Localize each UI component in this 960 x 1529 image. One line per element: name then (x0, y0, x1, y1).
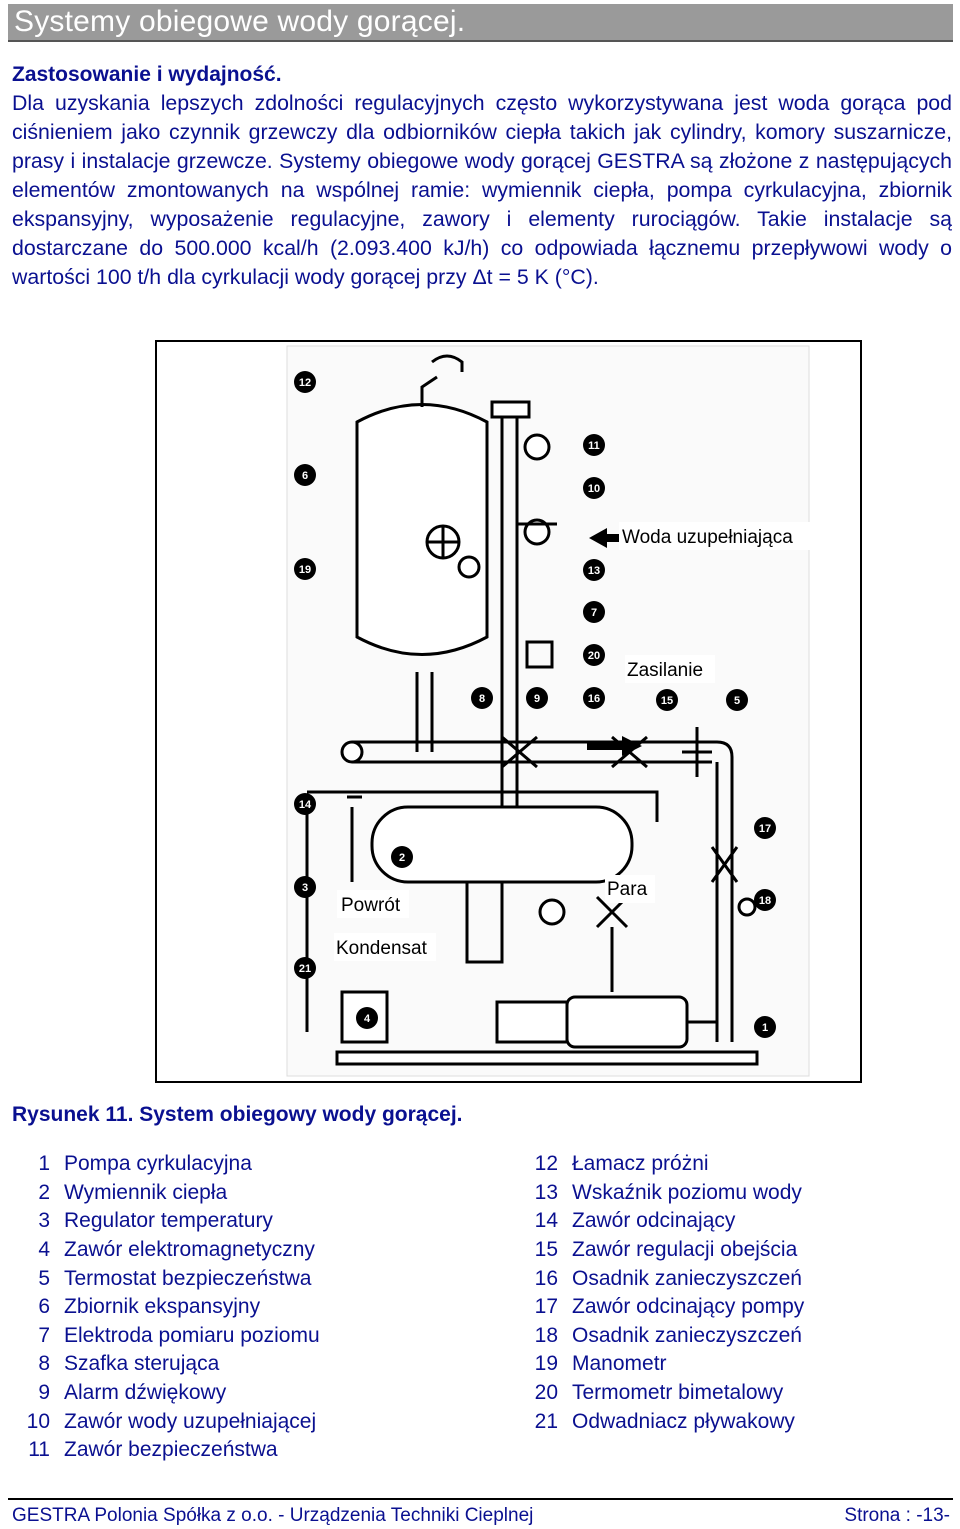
svg-text:8: 8 (479, 693, 485, 705)
svg-text:20: 20 (588, 650, 600, 662)
marker-11: 11 (583, 434, 605, 456)
svg-text:18: 18 (759, 895, 771, 907)
marker-20: 20 (583, 644, 605, 666)
svg-text:21: 21 (299, 963, 311, 975)
label-para: Para (607, 879, 648, 900)
body-paragraph: Dla uzyskania lepszych zdolności regulac… (12, 91, 952, 289)
marker-18: 18 (754, 889, 776, 911)
svg-text:6: 6 (302, 470, 308, 482)
svg-text:19: 19 (299, 564, 311, 576)
svg-text:15: 15 (661, 695, 673, 707)
hot-water-system-diagram: 12 6 19 11 10 13 7 20 8 9 16 15 5 14 17 … (286, 345, 814, 1077)
footer-company: GESTRA Polonia Spółka z o.o. - Urządzeni… (12, 1505, 534, 1526)
svg-text:14: 14 (299, 799, 312, 811)
label-kondensat: Kondensat (336, 938, 428, 959)
label-powrot: Powrót (341, 895, 401, 916)
svg-text:12: 12 (299, 377, 311, 389)
marker-9: 9 (526, 687, 548, 709)
title-bar: Systemy obiegowe wody gorącej. (8, 4, 953, 42)
page-title: Systemy obiegowe wody gorącej. (14, 5, 466, 38)
svg-text:4: 4 (364, 1013, 371, 1025)
left-pipe-end (340, 740, 364, 764)
svg-text:17: 17 (759, 823, 771, 835)
marker-7: 7 (583, 601, 605, 623)
svg-text:10: 10 (588, 483, 600, 495)
marker-15: 15 (656, 689, 678, 711)
footer-divider (8, 1498, 953, 1500)
base-frame (335, 1050, 759, 1066)
marker-14: 14 (294, 793, 316, 815)
marker-1: 1 (754, 1016, 776, 1038)
svg-text:11: 11 (588, 440, 600, 452)
marker-2: 2 (391, 846, 413, 868)
marker-13: 13 (583, 559, 605, 581)
label-woda-uzupelniajaca: Woda uzupełniająca (622, 527, 793, 548)
footer-page-number: Strona : -13- (844, 1505, 950, 1526)
marker-12: 12 (294, 371, 316, 393)
marker-6: 6 (294, 464, 316, 486)
label-zasilanie: Zasilanie (627, 660, 703, 681)
figure-caption: Rysunek 11. System obiegowy wody gorącej… (12, 1103, 463, 1126)
svg-text:7: 7 (591, 607, 597, 619)
section-heading: Zastosowanie i wydajność. (12, 63, 282, 86)
svg-text:5: 5 (734, 695, 740, 707)
marker-3: 3 (294, 876, 316, 898)
marker-21: 21 (294, 957, 316, 979)
marker-16: 16 (583, 687, 605, 709)
svg-text:2: 2 (399, 852, 405, 864)
svg-text:1: 1 (762, 1022, 768, 1034)
svg-text:13: 13 (588, 565, 600, 577)
marker-17: 17 (754, 817, 776, 839)
svg-text:3: 3 (302, 882, 308, 894)
marker-5: 5 (726, 689, 748, 711)
svg-text:16: 16 (588, 693, 600, 705)
heat-exchanger (370, 805, 634, 884)
marker-10: 10 (583, 477, 605, 499)
marker-8: 8 (471, 687, 493, 709)
circulation-pump (565, 995, 689, 1049)
svg-text:9: 9 (534, 693, 540, 705)
marker-19: 19 (294, 558, 316, 580)
marker-4: 4 (356, 1007, 378, 1029)
figure-frame: 12 6 19 11 10 13 7 20 8 9 16 15 5 14 17 … (155, 340, 862, 1083)
expansion-tank (355, 403, 489, 656)
